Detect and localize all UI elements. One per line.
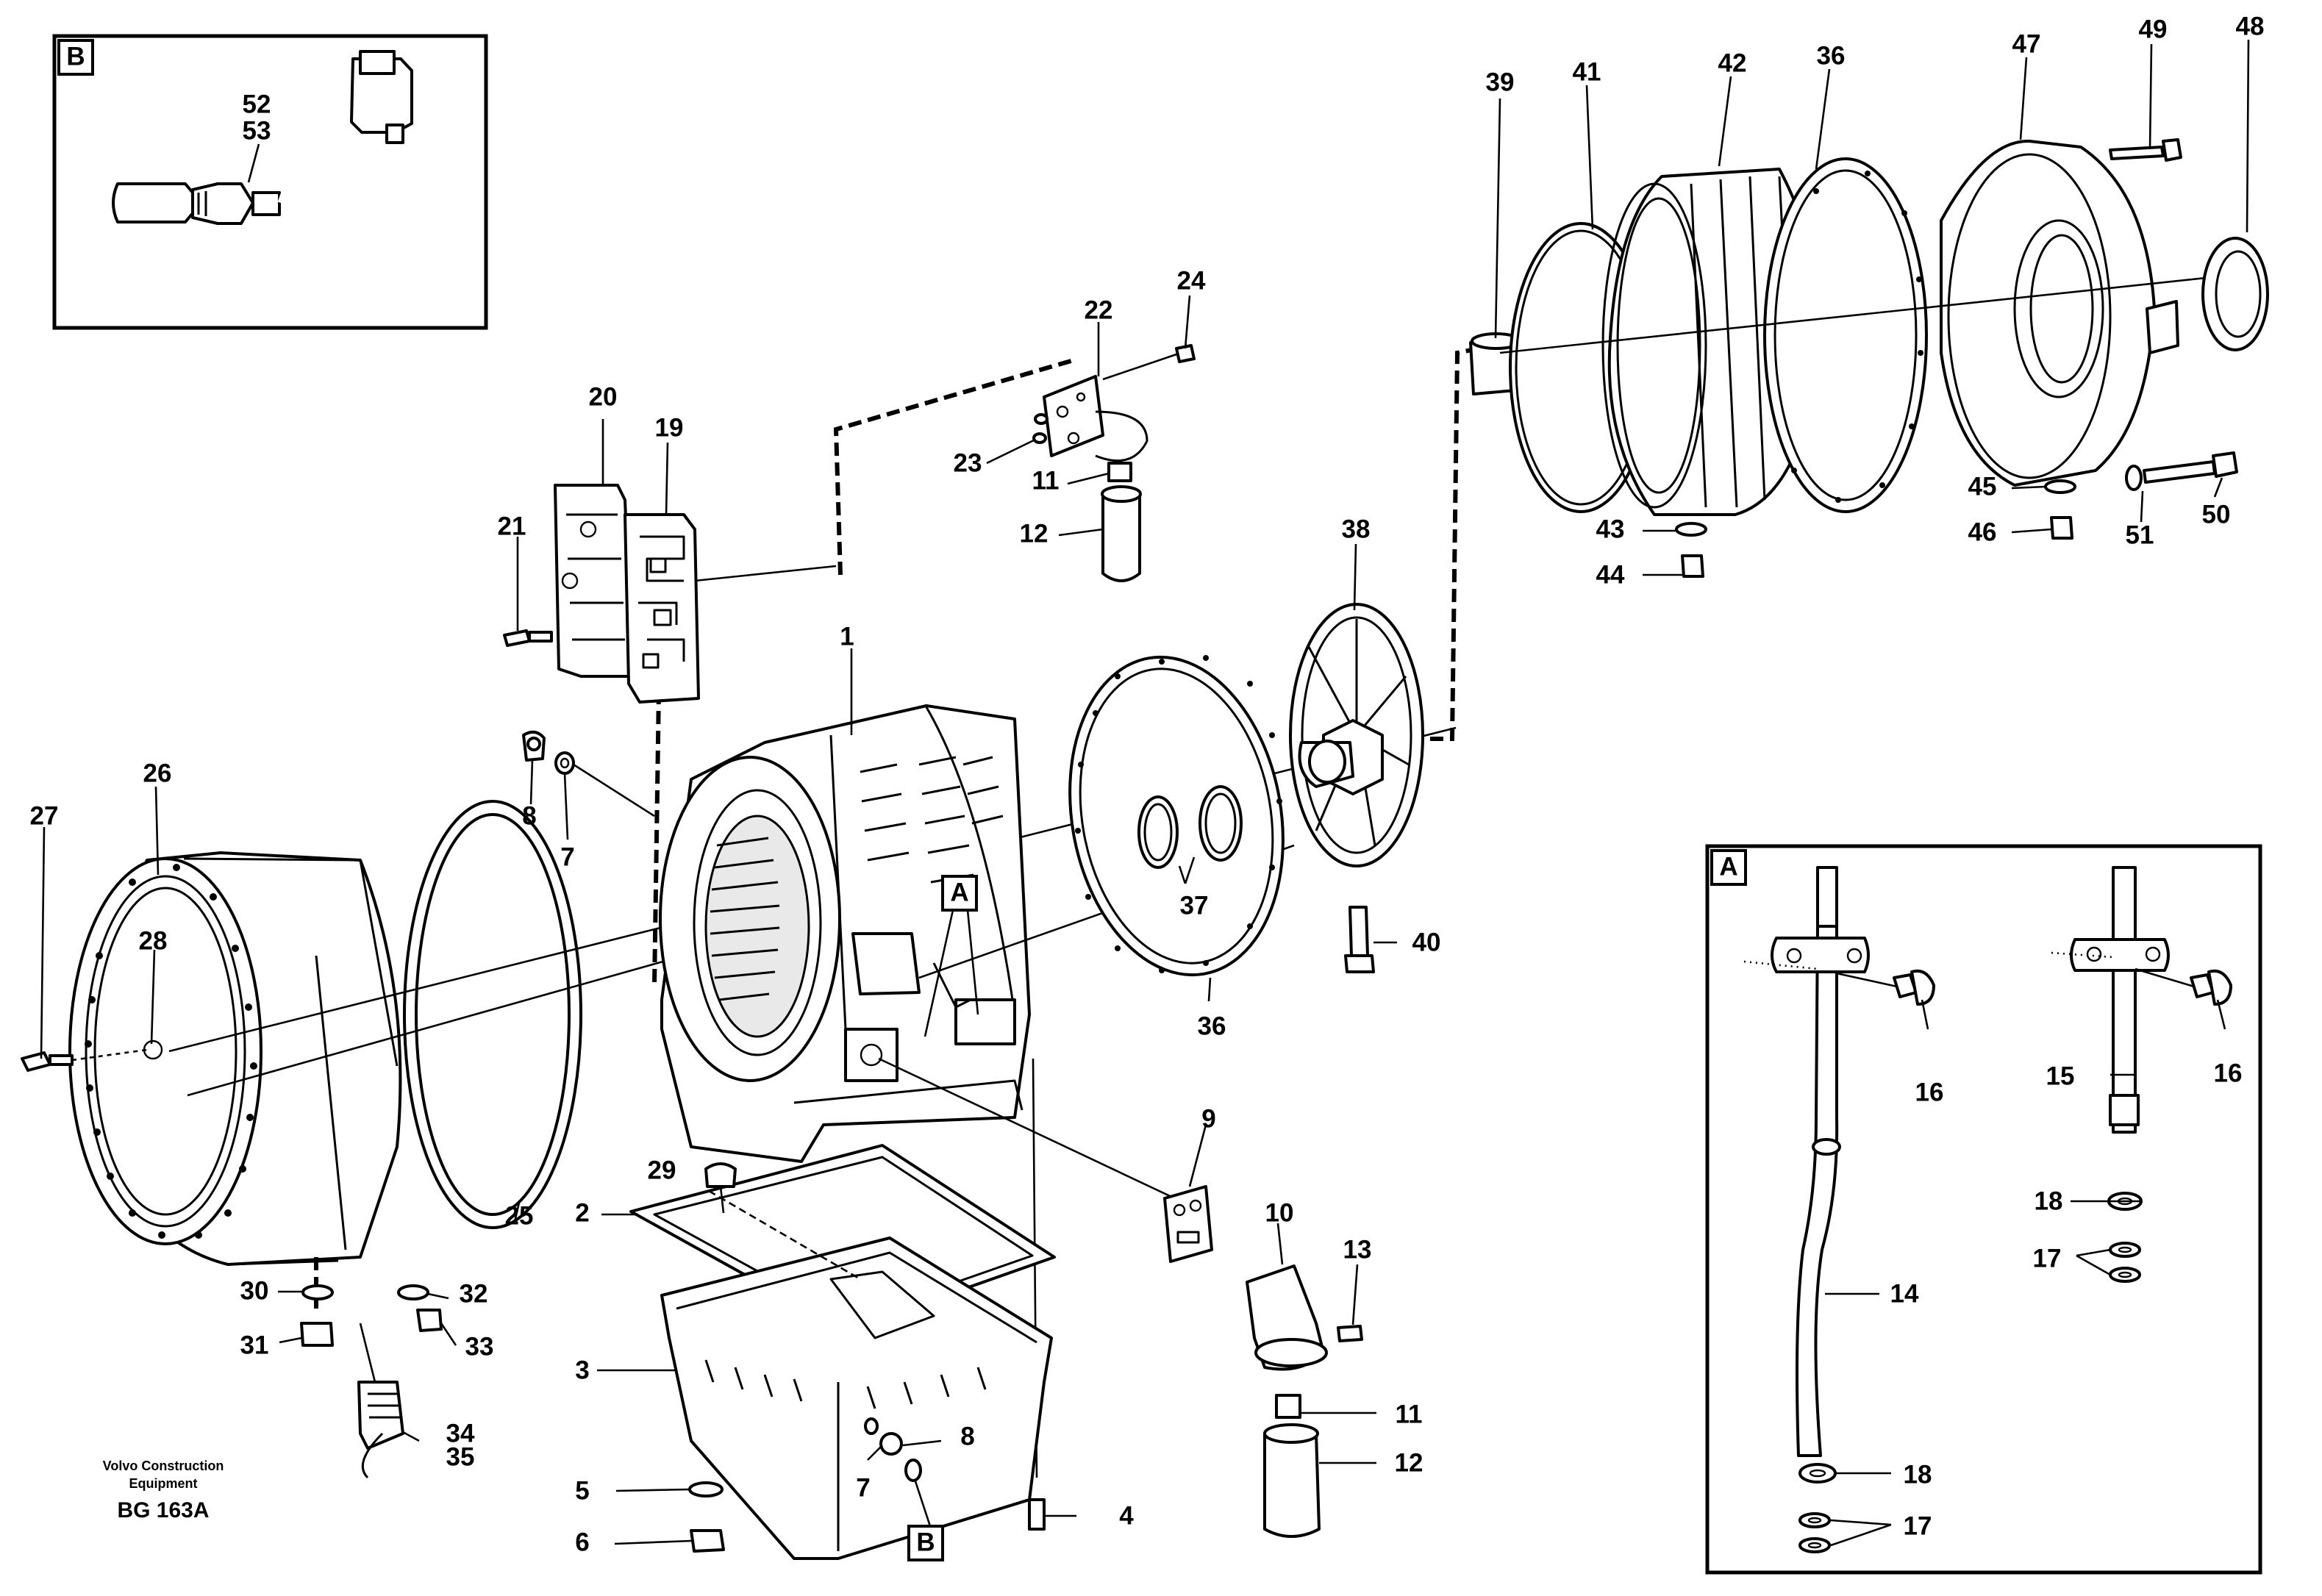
callout-47: 47 bbox=[2012, 29, 2041, 58]
callout-19: 19 bbox=[655, 413, 684, 442]
callout-29: 29 bbox=[648, 1156, 676, 1184]
callout-36-lower: 36 bbox=[1198, 1012, 1226, 1040]
detail-b-callout: B bbox=[916, 1528, 935, 1556]
detail-box-b: B 52 53 bbox=[52, 34, 488, 330]
control-valve bbox=[503, 484, 700, 704]
callout-4: 4 bbox=[1119, 1501, 1134, 1530]
callout-46: 46 bbox=[1968, 518, 1997, 546]
callout-7-lower: 7 bbox=[856, 1473, 870, 1502]
callout-17-upper: 17 bbox=[2033, 1244, 2062, 1273]
plug-and-washer-upper bbox=[522, 730, 575, 775]
housing-drain-parts bbox=[300, 1284, 443, 1479]
callout-21: 21 bbox=[498, 512, 526, 540]
callout-12-lower: 12 bbox=[1395, 1448, 1423, 1477]
callout-34: 34 bbox=[446, 1419, 475, 1448]
callout-51: 51 bbox=[2126, 520, 2154, 549]
callout-35: 35 bbox=[446, 1442, 475, 1471]
callout-2: 2 bbox=[575, 1198, 589, 1227]
callout-44: 44 bbox=[1596, 560, 1625, 589]
callout-31: 31 bbox=[240, 1331, 269, 1359]
callout-7-upper: 7 bbox=[560, 842, 574, 871]
transmission-case bbox=[659, 704, 1031, 1163]
callout-1: 1 bbox=[840, 622, 854, 651]
callout-43: 43 bbox=[1596, 515, 1625, 543]
callout-27: 27 bbox=[30, 801, 59, 830]
callout-22: 22 bbox=[1085, 296, 1113, 324]
callout-17-lower: 17 bbox=[1904, 1511, 1932, 1540]
callout-6: 6 bbox=[575, 1528, 589, 1556]
oil-pan bbox=[629, 1144, 1056, 1560]
callout-52: 52 bbox=[243, 90, 271, 118]
callout-39: 39 bbox=[1486, 68, 1515, 96]
callout-3: 3 bbox=[575, 1356, 589, 1384]
callout-48: 48 bbox=[2236, 12, 2265, 40]
callout-16-right: 16 bbox=[2214, 1059, 2243, 1087]
detail-a-tag: A bbox=[1719, 852, 1737, 881]
callout-45: 45 bbox=[1968, 472, 1997, 501]
callout-24: 24 bbox=[1177, 266, 1206, 295]
detail-b-tag: B bbox=[66, 42, 85, 71]
converter-housing bbox=[21, 851, 402, 1309]
case-gasket-with-o-rings bbox=[1068, 655, 1285, 977]
callout-10: 10 bbox=[1265, 1198, 1294, 1227]
callout-32: 32 bbox=[460, 1279, 488, 1308]
callout-8-upper: 8 bbox=[522, 801, 536, 830]
temperature-sender-drawing bbox=[112, 50, 448, 241]
callout-26: 26 bbox=[143, 759, 172, 787]
callout-30: 30 bbox=[240, 1276, 269, 1305]
callout-9: 9 bbox=[1201, 1104, 1215, 1133]
filter-upper-assembly bbox=[1032, 344, 1196, 582]
detail-a-callout: A bbox=[950, 878, 968, 906]
callout-5: 5 bbox=[575, 1476, 589, 1505]
housing-gasket bbox=[403, 800, 582, 1229]
callout-8-lower: 8 bbox=[960, 1422, 974, 1450]
callout-15: 15 bbox=[2046, 1062, 2075, 1090]
callout-33: 33 bbox=[465, 1332, 494, 1361]
callout-36-upper: 36 bbox=[1817, 41, 1846, 70]
callout-18-lower: 18 bbox=[1904, 1460, 1932, 1489]
callout-42: 42 bbox=[1718, 49, 1747, 77]
callout-16-left: 16 bbox=[1915, 1078, 1944, 1106]
oil-pump bbox=[1289, 603, 1424, 973]
callout-50: 50 bbox=[2202, 500, 2231, 529]
washers-detail-a bbox=[1798, 1192, 2143, 1553]
filter-lower-assembly bbox=[1163, 1185, 1363, 1538]
callout-38: 38 bbox=[1342, 515, 1371, 543]
dipstick-tube-short bbox=[2051, 866, 2232, 1134]
callout-37: 37 bbox=[1180, 891, 1209, 920]
callout-20: 20 bbox=[589, 382, 618, 411]
callout-11-lower: 11 bbox=[1396, 1400, 1423, 1428]
dipstick-tube-long bbox=[1743, 866, 1935, 1457]
callout-25: 25 bbox=[505, 1201, 534, 1230]
publisher-line-1: Volvo Construction bbox=[103, 1459, 224, 1473]
callout-12-upper: 12 bbox=[1020, 519, 1049, 548]
callout-13: 13 bbox=[1343, 1235, 1372, 1264]
callout-49: 49 bbox=[2139, 15, 2168, 43]
callout-53: 53 bbox=[243, 116, 271, 145]
callout-11-upper: 11 bbox=[1032, 466, 1060, 495]
callout-23: 23 bbox=[954, 448, 982, 477]
callout-28: 28 bbox=[139, 926, 168, 955]
callout-41: 41 bbox=[1573, 57, 1601, 86]
flywheel-housing-assembly bbox=[1469, 138, 2269, 578]
callout-40: 40 bbox=[1412, 928, 1441, 956]
callout-18-upper: 18 bbox=[2035, 1187, 2063, 1215]
publisher-line-2: Equipment bbox=[129, 1476, 198, 1491]
detail-box-a: A bbox=[1705, 844, 2262, 1575]
drawing-id: BG 163A bbox=[117, 1498, 209, 1522]
callout-14: 14 bbox=[1890, 1279, 1919, 1308]
